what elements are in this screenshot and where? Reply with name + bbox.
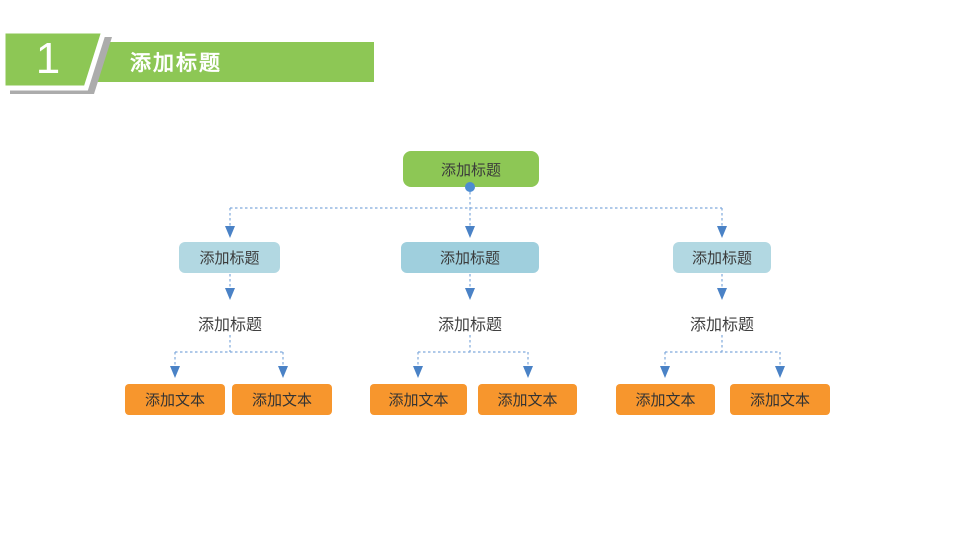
tree-leaf-node: 添加文本 bbox=[478, 384, 577, 415]
tree-leaf-node: 添加文本 bbox=[232, 384, 332, 415]
tree-leaf-node: 添加文本 bbox=[125, 384, 225, 415]
tree-level3-label: 添加标题 bbox=[197, 317, 262, 334]
number-plate bbox=[0, 28, 108, 91]
slide-title: 添加标题 bbox=[130, 52, 222, 75]
title-banner-bar bbox=[88, 42, 374, 82]
tree-root-node: 添加标题 bbox=[403, 151, 539, 187]
section-number: 1 bbox=[35, 34, 61, 83]
tree-leaf-node: 添加文本 bbox=[616, 384, 715, 415]
tree-level3-label: 添加标题 bbox=[689, 317, 754, 334]
tree-level2-node: 添加标题 bbox=[673, 242, 771, 273]
tree-leaf-node: 添加文本 bbox=[370, 384, 467, 415]
tree-level2-node: 添加标题 bbox=[179, 242, 280, 273]
tree-level2-node: 添加标题 bbox=[401, 242, 539, 273]
tree-level3-label: 添加标题 bbox=[437, 317, 502, 334]
header-graphics bbox=[0, 28, 374, 94]
tree-leaf-node: 添加文本 bbox=[730, 384, 830, 415]
